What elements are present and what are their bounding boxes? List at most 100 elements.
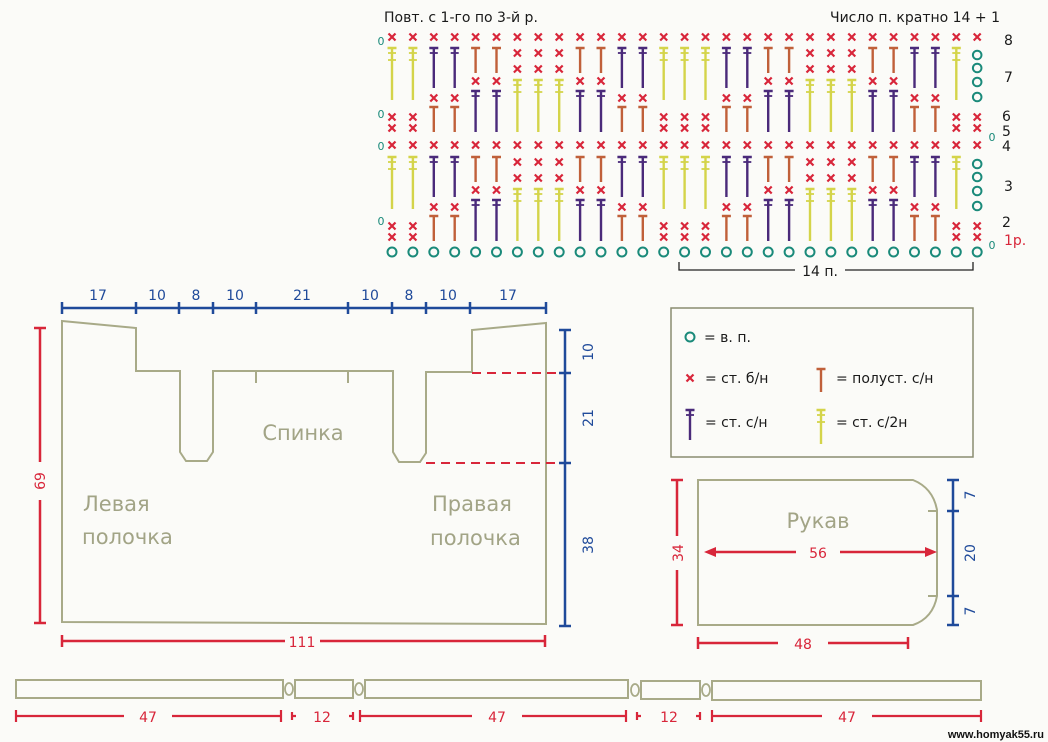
cross [450,202,459,212]
single-crochet-icon [408,140,418,150]
repeat-note: Повт. с 1-го по 3-й р. [384,10,538,26]
cross [638,140,648,150]
chain-icon [532,246,544,258]
stitch-post [910,105,919,132]
chain-icon [720,246,732,258]
stitch-post [492,46,501,73]
stitch-post [596,46,606,73]
stitch-post [387,155,397,209]
cross [763,32,773,42]
single-crochet-icon [784,140,794,150]
cross [513,32,522,42]
left-front-label: полочка [82,525,173,549]
single-crochet-icon [387,221,397,231]
single-crochet-icon [952,232,961,242]
cross [701,232,710,242]
cross [931,140,940,150]
cross [534,140,543,150]
stitch-post [910,155,919,197]
single-crochet-icon [492,140,501,150]
stitch-post [910,46,919,88]
cross [638,93,648,103]
chain-icon [574,246,586,258]
dim-label: 10 [581,343,597,361]
stitch-column [574,32,586,258]
single-crochet-icon [972,112,982,122]
turning-chain-mark: 0 [989,239,996,252]
single-crochet-icon [701,221,710,231]
single-crochet-icon [889,140,898,150]
stitch-post [805,187,815,241]
stitch-post [659,46,669,100]
cross [554,48,564,58]
double-crochet-icon [763,89,773,132]
cross [784,76,794,86]
cross [450,32,459,42]
stitch-post [889,89,899,132]
double-crochet-icon [575,198,585,241]
chain-icon [846,246,858,258]
stitch-column [929,32,941,258]
cross [408,221,418,231]
stitch-column [700,32,711,258]
stitch-post [638,46,648,88]
single-crochet-icon [429,202,439,212]
stitch-post [910,214,919,241]
single-crochet-icon [513,48,522,58]
single-crochet-icon [910,140,919,150]
cross [617,32,627,42]
cross [534,32,543,42]
stitch-post [721,155,731,197]
legend-chain: = в. п. [704,330,751,346]
single-crochet-icon [534,157,543,167]
chain-icon [616,246,628,258]
stitch-column [637,32,649,258]
band-dim-label: 47 [139,710,157,726]
single-crochet-icon [680,221,689,231]
cross [596,32,606,42]
cross [387,123,397,133]
cross [868,32,877,42]
cross [554,140,564,150]
turning-chain-mark: 0 [378,35,385,48]
stitch-post [617,46,627,88]
single-crochet-icon [387,32,397,42]
half-double-crochet-icon [930,105,940,132]
cross [826,157,836,167]
chain-icon [741,246,753,258]
watermark: www.homyak55.ru [947,729,1044,741]
double-crochet-icon [763,198,773,241]
row-labels: 8 7 6 5 4 3 2 1р. [1002,33,1026,249]
single-crochet-icon [492,185,501,195]
double-crochet-icon [617,46,627,88]
cross [659,221,668,231]
single-crochet-icon [972,123,982,133]
single-crochet-icon [408,32,418,42]
single-crochet-icon [638,202,648,212]
half-double-crochet-icon [930,214,940,241]
stitch-post [512,78,522,132]
chain-icon [971,158,983,170]
single-crochet-icon [889,185,898,195]
chain-icon [428,246,440,258]
cross [575,140,585,150]
dim-label: 38 [581,536,597,554]
cross [805,173,815,183]
cross [889,32,898,42]
single-crochet-icon [952,221,961,231]
single-crochet-icon [408,112,418,122]
cross [387,140,397,150]
single-crochet-icon [763,76,773,86]
single-crochet-icon [534,48,543,58]
row-label: 8 [1004,33,1013,49]
cross [471,76,480,86]
chain-icon [971,200,983,212]
treble-crochet-icon [826,187,836,241]
single-crochet-icon [722,32,731,42]
stitch-post [638,214,648,241]
cross [408,123,418,133]
single-crochet-icon [534,64,543,74]
single-crochet-icon [408,221,418,231]
single-crochet-icon [910,32,919,42]
